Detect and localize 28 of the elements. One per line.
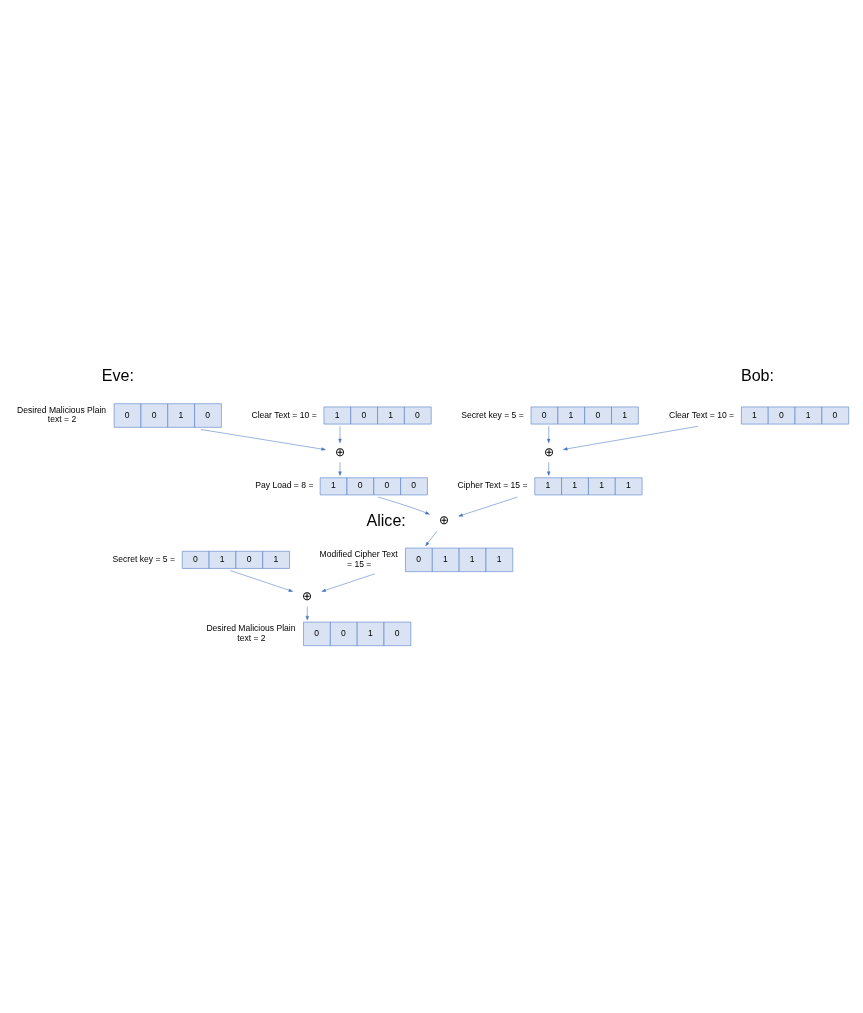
- arrow: [321, 573, 376, 592]
- arrow: [200, 428, 326, 451]
- arrow: [547, 461, 551, 476]
- arrow: [338, 461, 342, 476]
- node-label: Clear Text = 10 =: [251, 409, 317, 420]
- arrow: [230, 569, 293, 592]
- node-text: ⊕: [439, 512, 450, 527]
- label: Bob:: [740, 365, 775, 384]
- arrow: [563, 425, 699, 450]
- node-text: ⊕: [302, 588, 313, 603]
- node-label: Secret key = 5 =: [112, 553, 175, 564]
- node-label: Clear Text = 10 =: [668, 409, 735, 420]
- arrow: [377, 496, 430, 514]
- arrow: [547, 425, 551, 443]
- arrow: [305, 605, 309, 620]
- node-label: Desired Malicious Plain text = 2: [206, 622, 296, 643]
- node-text: ⊕: [543, 444, 554, 459]
- arrow: [338, 425, 342, 443]
- node-text: ⊕: [335, 444, 346, 459]
- node-label: Pay Load = 8 =: [255, 479, 314, 490]
- node-label: Modified Cipher Text = 15 =: [319, 548, 398, 569]
- label: Eve:: [101, 365, 134, 384]
- node-label: Cipher Text = 15 =: [457, 479, 528, 490]
- arrow: [425, 530, 438, 546]
- node-label: Desired Malicious Plain text = 2: [16, 404, 107, 424]
- label: Alice:: [366, 510, 406, 529]
- node-label: Secret key = 5 =: [461, 409, 524, 420]
- arrow: [458, 496, 518, 517]
